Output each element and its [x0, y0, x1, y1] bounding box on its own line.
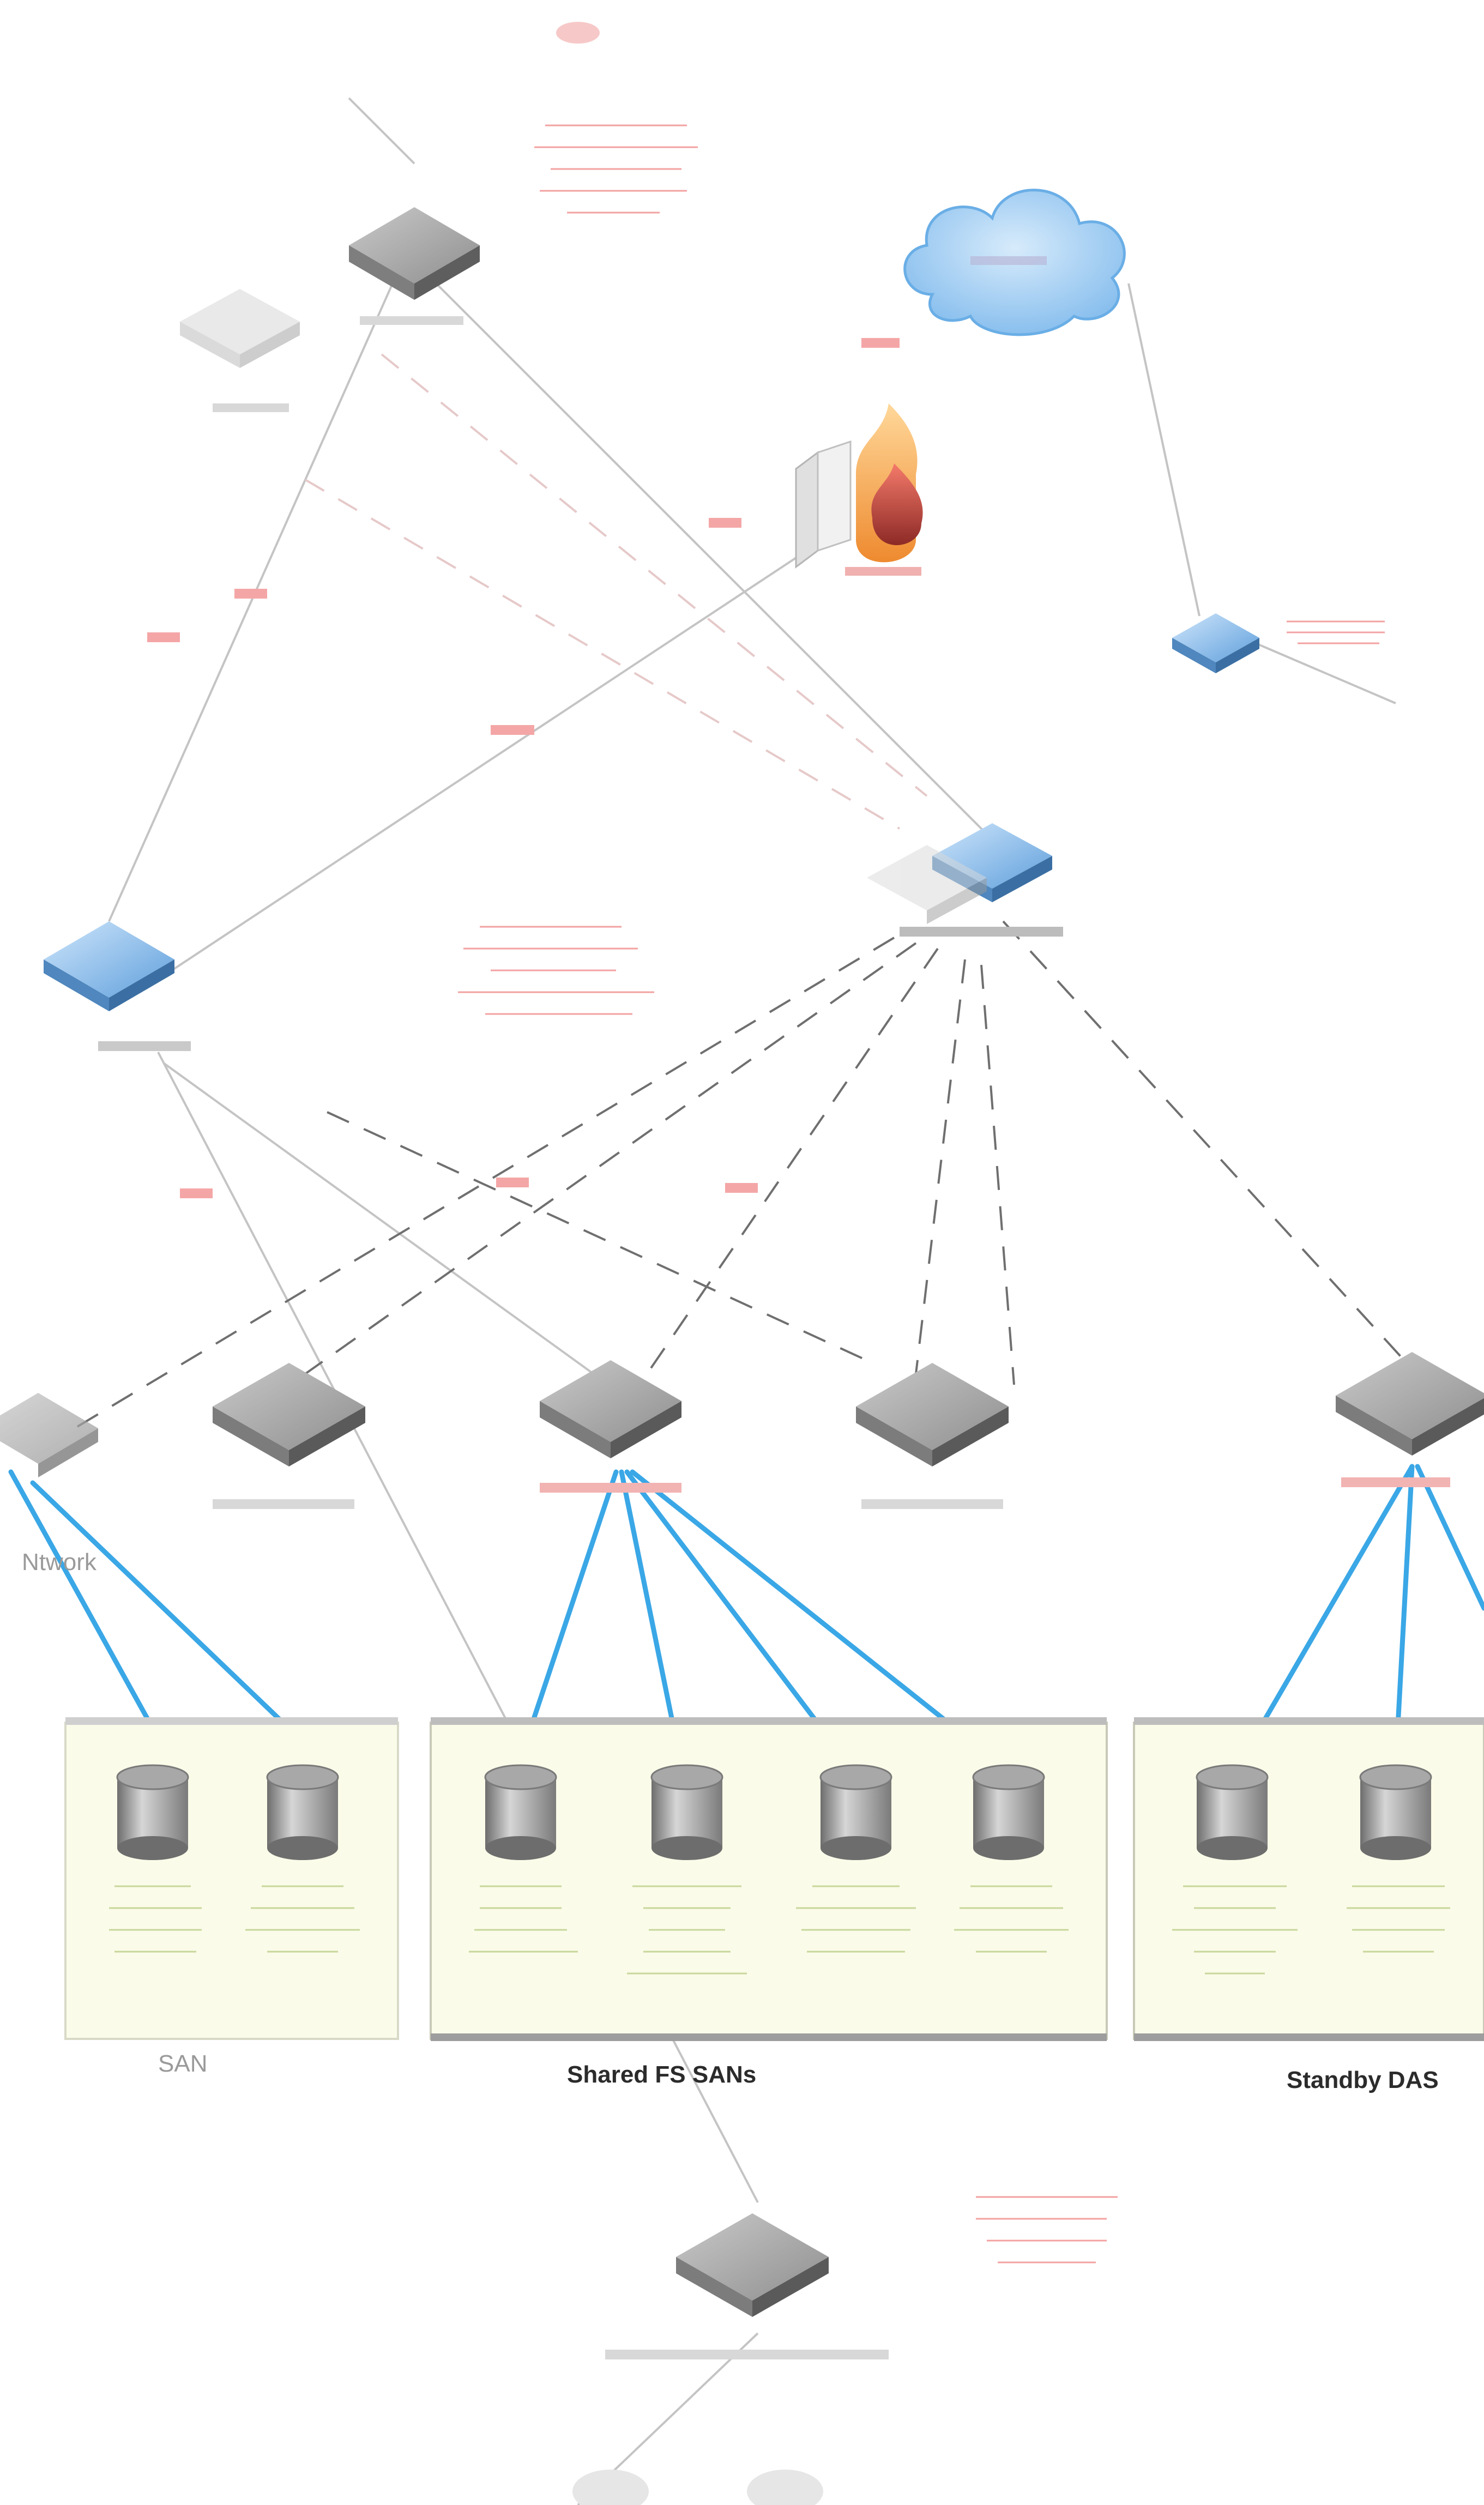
storage-cylinder-icon[interactable]	[972, 1764, 1045, 1860]
link-marker	[147, 632, 180, 642]
group-label: Standby DAS	[1287, 2067, 1439, 2093]
link-marker	[861, 338, 900, 348]
switch-icon[interactable]	[180, 289, 300, 368]
node-label	[605, 2350, 889, 2359]
caption-block	[627, 1885, 747, 1975]
link	[381, 353, 928, 797]
caption-block	[1347, 1885, 1450, 1953]
group-label: Shared FS SANs	[567, 2061, 756, 2088]
link-marker	[180, 1188, 213, 1198]
storage-group-standby[interactable]: Standby DAS	[1133, 1717, 1484, 2093]
switch-icon[interactable]	[349, 207, 480, 300]
device-icon	[556, 22, 600, 44]
link	[1235, 1464, 1415, 1769]
link	[64, 937, 895, 1435]
link	[980, 964, 1015, 1385]
caption-block	[109, 1885, 202, 1953]
faint-links	[304, 353, 928, 830]
switch-icon[interactable]	[1336, 1352, 1484, 1456]
network-label: Ntwork	[22, 1549, 97, 1576]
link	[348, 97, 415, 165]
dashed-links	[64, 920, 1408, 1435]
node-label	[540, 1483, 681, 1493]
link	[327, 1111, 873, 1364]
storage-cylinder-icon[interactable]	[266, 1764, 339, 1860]
link	[108, 283, 394, 922]
storage-cylinder-icon[interactable]	[819, 1764, 892, 1860]
link	[435, 282, 993, 841]
switch-icon[interactable]	[856, 1363, 1009, 1466]
annotation-block	[976, 2196, 1118, 2263]
link	[304, 942, 917, 1375]
link-marker	[234, 589, 267, 599]
node-label	[213, 403, 289, 412]
node-label	[98, 1041, 191, 1051]
caption-block	[245, 1885, 360, 1953]
annotations	[458, 124, 1385, 2263]
switch-icon[interactable]	[0, 1393, 98, 1477]
link	[30, 1480, 297, 1736]
switch-icon[interactable]	[867, 845, 987, 924]
group-label: SAN	[158, 2050, 207, 2077]
node-labels	[98, 316, 1450, 2359]
node-label	[1341, 1477, 1450, 1487]
link-markers	[147, 338, 900, 1198]
annotation-block	[1287, 620, 1385, 644]
switch-icon[interactable]	[44, 921, 174, 1011]
caption-block	[796, 1885, 916, 1953]
link	[1242, 637, 1396, 704]
link	[1002, 920, 1408, 1364]
link-marker	[496, 1178, 529, 1187]
solid-links	[108, 97, 1396, 2505]
node-label	[900, 927, 1063, 937]
link	[8, 1469, 155, 1731]
device-icon	[747, 2470, 823, 2505]
switch-icon[interactable]	[540, 1360, 681, 1458]
device-icon	[572, 2470, 649, 2505]
storage-captions	[109, 1885, 1450, 1975]
caption-block	[954, 1885, 1069, 1953]
link	[162, 550, 808, 977]
storage-cylinders	[116, 1764, 1432, 1860]
node-label	[213, 1499, 354, 1509]
storage-cylinder-icon[interactable]	[484, 1764, 557, 1860]
storage-cylinder-icon[interactable]	[116, 1764, 189, 1860]
link-marker	[709, 518, 741, 528]
annotation-block	[458, 926, 654, 1015]
firewall-icon[interactable]	[795, 403, 923, 576]
link-marker	[491, 725, 534, 735]
link-marker	[725, 1183, 758, 1193]
bottom-devices	[556, 22, 823, 2505]
storage-group-san[interactable]: SAN	[64, 1717, 399, 2077]
switch-icon[interactable]	[213, 1363, 365, 1466]
storage-cylinder-icon[interactable]	[1359, 1764, 1432, 1860]
link	[1415, 1464, 1484, 1611]
annotation-block	[534, 124, 698, 214]
switch-icon[interactable]	[1172, 613, 1259, 673]
caption-block	[469, 1885, 578, 1953]
caption-block	[1172, 1885, 1298, 1975]
node-label	[360, 316, 463, 325]
link	[162, 1062, 617, 1391]
link	[1127, 283, 1201, 617]
link	[304, 479, 901, 830]
cloud-icon[interactable]	[903, 189, 1126, 336]
node-label	[861, 1499, 1003, 1509]
link	[642, 947, 939, 1380]
storage-cylinder-icon[interactable]	[1196, 1764, 1269, 1860]
switch-icon[interactable]	[676, 2213, 829, 2317]
link	[1393, 1464, 1415, 1769]
storage-cylinder-icon[interactable]	[650, 1764, 723, 1860]
link	[915, 959, 966, 1374]
